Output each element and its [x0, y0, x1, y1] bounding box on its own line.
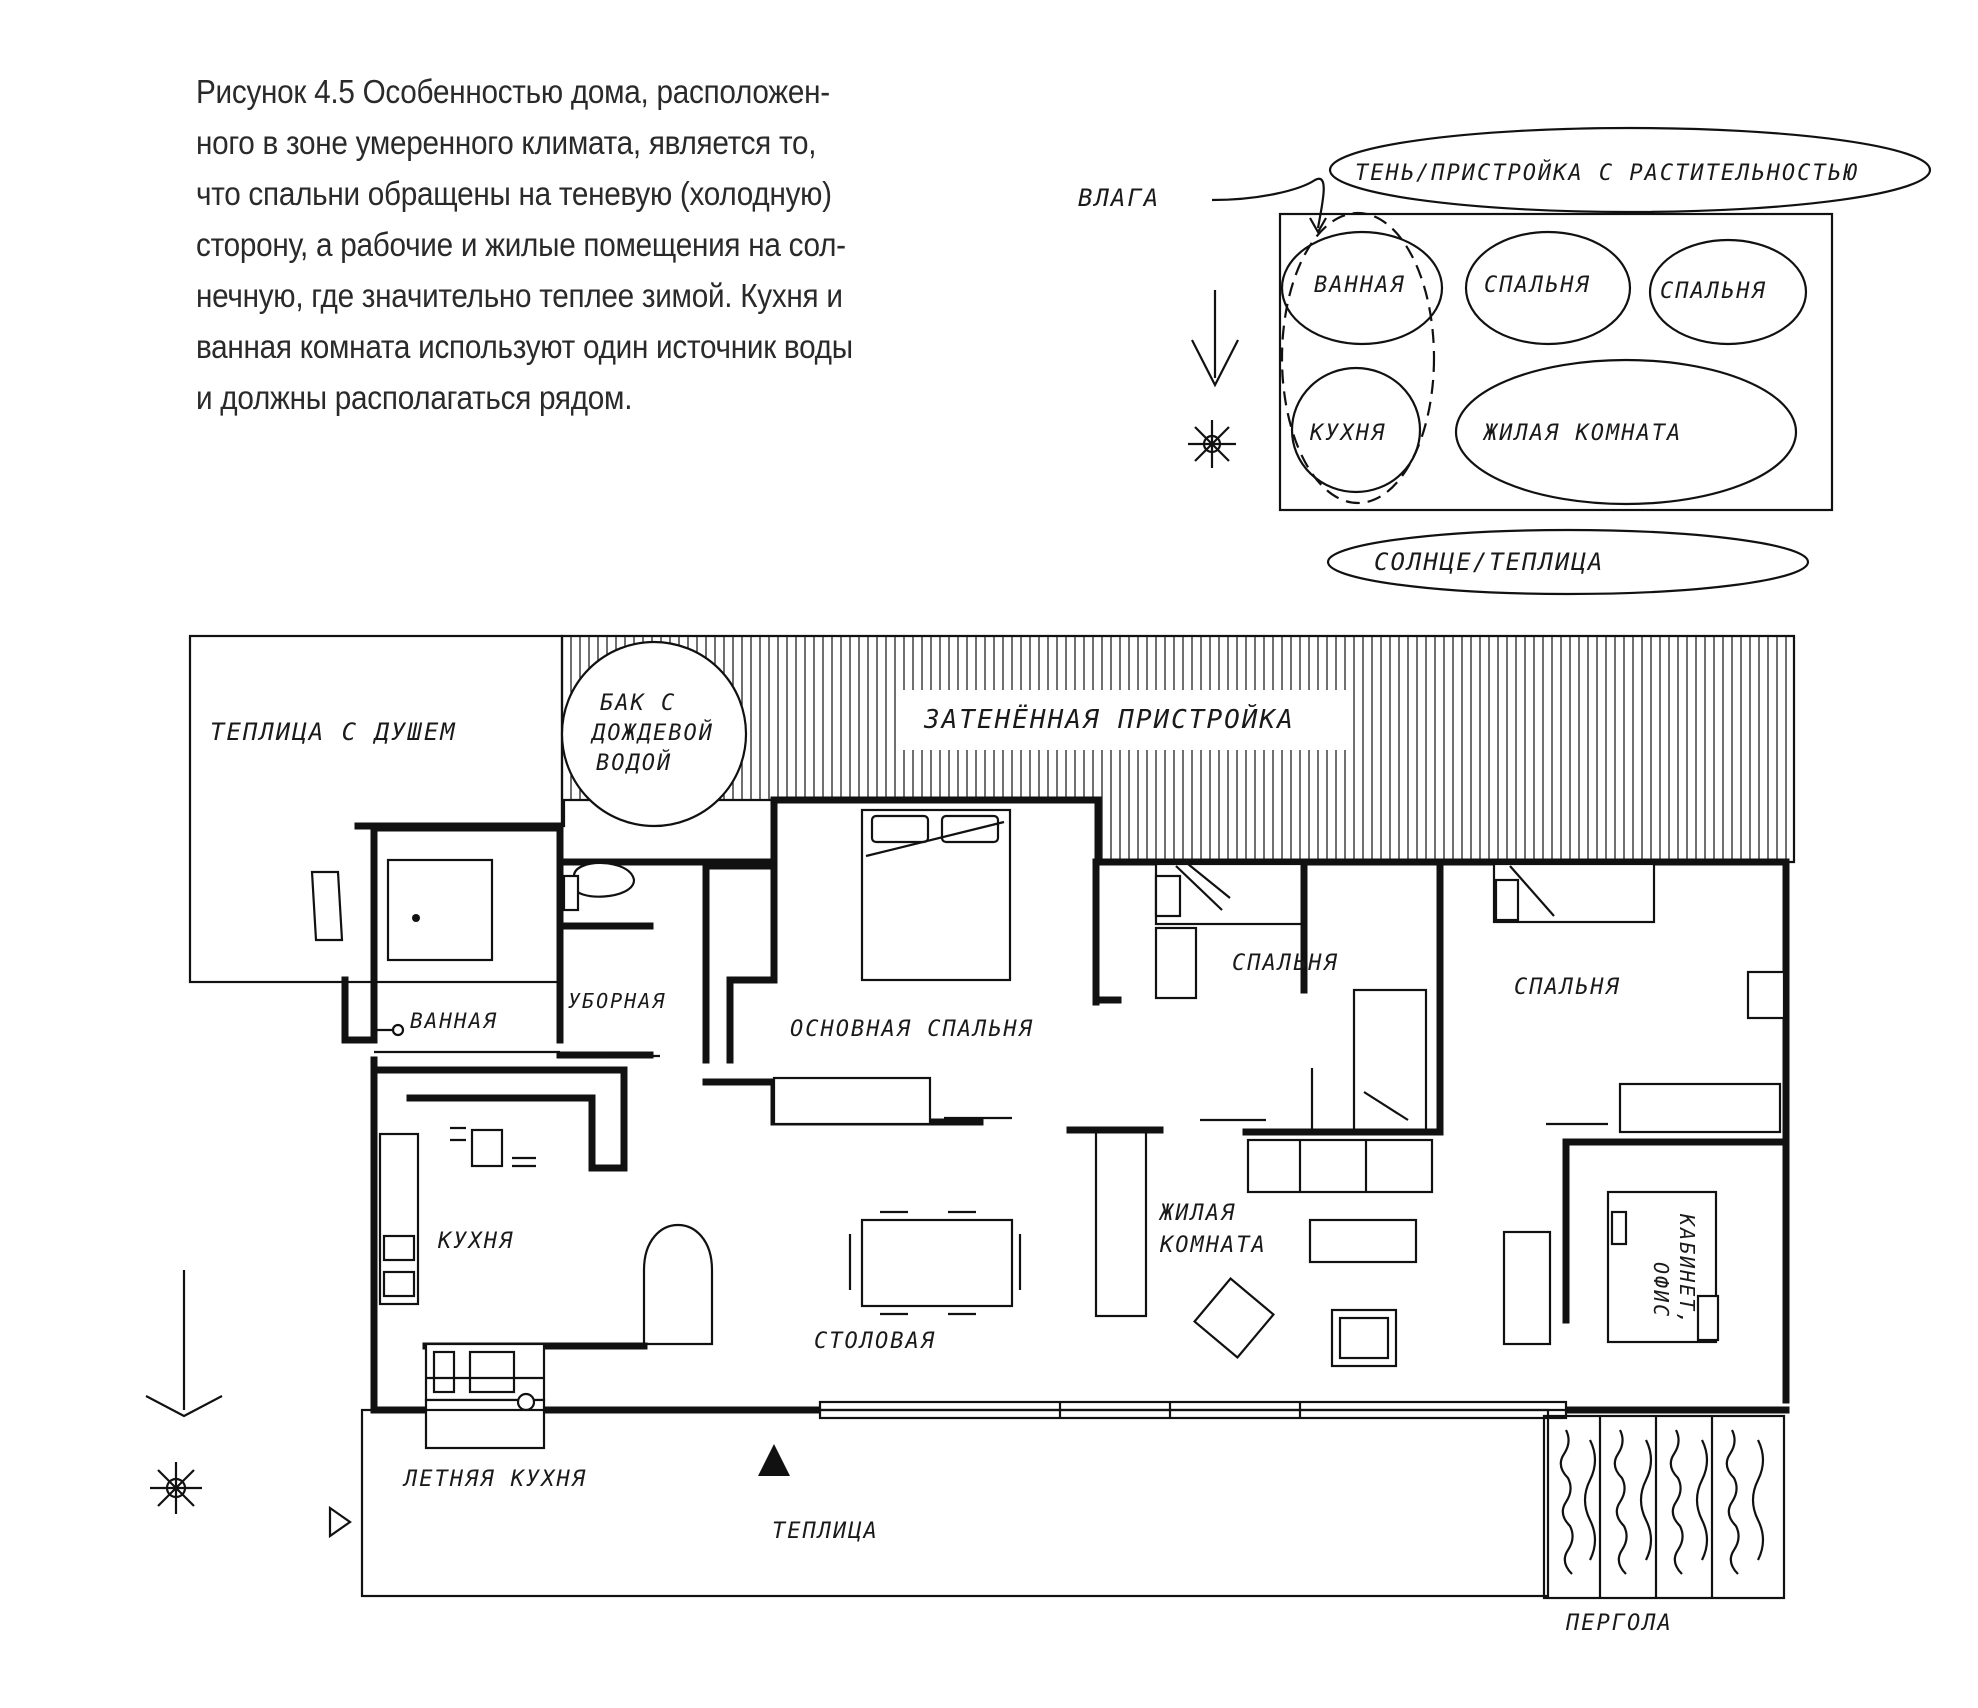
bed-bedroom-b — [1492, 862, 1656, 924]
entry-marker — [758, 1444, 790, 1476]
zone-kitchen — [1290, 366, 1422, 494]
rain-tank-line: БАК С — [600, 691, 676, 716]
pergola-label: ПЕРГОЛА — [1565, 1611, 1673, 1636]
zone-bath — [1280, 230, 1444, 346]
shade-label: ТЕНЬ/ПРИСТРОЙКА С РАСТИТЕЛЬНОСТЬЮ — [1355, 160, 1858, 186]
zone-living-label: ЖИЛАЯ КОМНАТА — [1482, 421, 1682, 446]
rain-tank-line: ДОЖДЕВОЙ — [590, 720, 714, 746]
north-arrow-head — [1191, 339, 1239, 388]
toilet-label: УБОРНАЯ — [568, 989, 666, 1013]
rain-tank-line: ВОДОЙ — [596, 750, 672, 776]
zoning-diagram: ТЕНЬ/ПРИСТРОЙКА С РАСТИТЕЛЬНОСТЬЮ ВЛАГА … — [1078, 126, 1932, 596]
caption-line: Рисунок 4.5 Особенностью дома, расположе… — [196, 73, 830, 110]
bathroom-label: ВАННАЯ — [410, 1009, 498, 1033]
pergola — [1542, 1414, 1786, 1600]
zone-kitchen-label: КУХНЯ — [1309, 421, 1386, 446]
caption-line: нечную, где значительно теплее зимой. Ку… — [196, 277, 843, 314]
zone-bath-label: ВАННАЯ — [1314, 273, 1405, 298]
caption-line: что спальни обращены на теневую (холодну… — [196, 175, 832, 212]
bathtub — [386, 858, 494, 962]
zone-bedroom-2 — [1648, 238, 1808, 346]
moisture-label: ВЛАГА — [1078, 184, 1160, 212]
stove — [470, 1128, 504, 1168]
living-label: ЖИЛАЯ — [1158, 1201, 1236, 1226]
armchair-1 — [1193, 1277, 1275, 1359]
zone-bedroom-1-label: СПАЛЬНЯ — [1484, 273, 1591, 298]
closet-a — [1352, 988, 1428, 1134]
kitchen-label: КУХНЯ — [437, 1229, 514, 1254]
zone-bedroom-1 — [1464, 230, 1632, 346]
shaded-annex-label: ЗАТЕНЁННАЯ ПРИСТРОЙКА — [923, 703, 1295, 735]
living-label: КОМНАТА — [1159, 1233, 1267, 1258]
floor-plan: ТЕПЛИЦА С ДУШЕМ ЗАТЕНЁННАЯ ПРИСТРОЙКА БА… — [145, 634, 1796, 1636]
caption-line: ванная комната используют один источник … — [196, 328, 853, 365]
caption-line: и должны располагаться рядом. — [196, 379, 633, 416]
water-zone-dashed — [1280, 211, 1436, 505]
moisture-arrow — [1211, 177, 1325, 229]
dining-table — [860, 1218, 1014, 1308]
office-label: ОФИС — [1649, 1262, 1673, 1318]
caption-line: сторону, а рабочие и жилые помещения на … — [196, 226, 846, 263]
master-bedroom-label: ОСНОВНАЯ СПАЛЬНЯ — [790, 1017, 1034, 1042]
entrance-icon — [328, 1505, 352, 1539]
wardrobe-a — [1154, 926, 1198, 1000]
house-outline — [1278, 212, 1834, 512]
greenhouse-label: ТЕПЛИЦА — [772, 1519, 879, 1544]
wardrobe-b — [1618, 1082, 1782, 1134]
partition-wall — [1094, 1128, 1148, 1318]
bedroom-b-label: СПАЛЬНЯ — [1514, 975, 1621, 1000]
office-armchair — [1502, 1230, 1552, 1346]
armchair-2 — [1330, 1308, 1398, 1368]
shade-oval — [1328, 126, 1932, 214]
greenhouse-shower-label: ТЕПЛИЦА С ДУШЕМ — [210, 718, 457, 746]
rain-tank — [560, 640, 748, 828]
toilet-fixture — [572, 861, 636, 898]
bedroom-a-label: СПАЛЬНЯ — [1232, 951, 1339, 976]
sun-label: СОЛНЦЕ/ТЕПЛИЦА — [1374, 548, 1604, 576]
office-label: КАБИНЕТ, — [1675, 1213, 1699, 1326]
zone-bedroom-2-label: СПАЛЬНЯ — [1660, 279, 1767, 304]
caption-line: ного в зоне умеренного климата, является… — [196, 124, 817, 161]
kitchen-island — [642, 1223, 714, 1346]
sun-oval — [1326, 528, 1810, 596]
coffee-table — [1308, 1218, 1418, 1264]
zone-living — [1454, 358, 1798, 506]
master-closet — [772, 1076, 932, 1126]
dining-label: СТОЛОВАЯ — [814, 1329, 936, 1354]
sofa — [1246, 1138, 1434, 1194]
bath-sink — [310, 870, 344, 942]
summer-kitchen-label: ЛЕТНЯЯ КУХНЯ — [402, 1467, 587, 1492]
greenhouse-area — [360, 1408, 1550, 1598]
figure-caption: Рисунок 4.5 Особенностью дома, расположе… — [196, 66, 916, 423]
